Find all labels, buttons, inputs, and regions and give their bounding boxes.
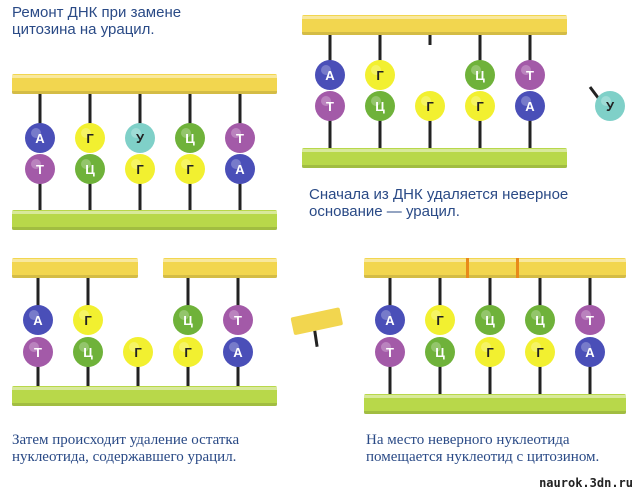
panel-nucleotide-removed-top-strand-1 <box>163 258 277 278</box>
panel-base-removed-bottom-strand-0 <box>302 148 567 168</box>
panel-repaired-pair-3-bottom-base <box>475 337 505 367</box>
panel-base-removed-pair-1-top-base-label: А <box>325 68 335 83</box>
title-caption: Ремонт ДНК при замене цитозина на урацил… <box>12 4 182 38</box>
panel-initial-pair-2-bottom-base-label: Ц <box>85 162 95 177</box>
panel-repaired-pair-1-bottom-base-label: Т <box>386 345 394 360</box>
panel-initial-pair-1-top-base-label: А <box>35 131 45 146</box>
panel-base-removed-pair-1-bottom-base <box>315 91 345 121</box>
step1-caption: Сначала из ДНК удаляется неверное основа… <box>309 186 569 220</box>
panel-initial-pair-4-top-base-label: Ц <box>185 131 195 146</box>
panel-repaired-pair-1-top-base-label: А <box>385 313 395 328</box>
panel-base-removed-pair-3-bottom-base <box>415 91 445 121</box>
panel-repaired-pair-2-bottom-base <box>425 337 455 367</box>
panel-repaired-pair-5-bottom-base <box>575 337 605 367</box>
panel-base-removed-pair-5-top-base-label: Т <box>526 68 534 83</box>
panel-nucleotide-removed-pair-1-bottom-base-label: Т <box>34 345 42 360</box>
panel-nucleotide-removed-pair-2-top-base <box>73 305 103 335</box>
panel-repaired-pair-4-bottom-base-label: Г <box>536 345 544 360</box>
step3-caption: На место неверного нуклеотида помещается… <box>366 432 600 465</box>
panel-nucleotide-removed-pair-3-bottom-base <box>123 337 153 367</box>
panel-initial-pair-3-top-base <box>125 123 155 153</box>
panel-initial-pair-4-bottom-base <box>175 154 205 184</box>
removed-fragment-sugar <box>290 307 343 335</box>
panel-repaired-pair-3-top-base-label: Ц <box>485 313 495 328</box>
panel-base-removed-pair-5-bottom-base-label: А <box>525 99 535 114</box>
panel-base-removed-pair-2-bottom-base-label: Ц <box>375 99 385 114</box>
panel-initial-pair-2-top-base-label: Г <box>86 131 94 146</box>
panel-repaired-top-strand-0 <box>364 258 626 278</box>
panel-nucleotide-removed-pair-1-bottom-base <box>23 337 53 367</box>
panel-nucleotide-removed-pair-4-bottom-base <box>173 337 203 367</box>
repair-seam-1 <box>466 258 469 278</box>
panel-base-removed-free-base-stub <box>588 86 601 100</box>
panel-base-removed-pair-1-top-base <box>315 60 345 90</box>
panel-repaired-pair-1-top-base <box>375 305 405 335</box>
panel-repaired-pair-4-top-base <box>525 305 555 335</box>
panel-base-removed-free-base <box>595 91 625 121</box>
panel-nucleotide-removed-bottom-strand-0 <box>12 386 277 406</box>
panel-repaired-pair-5-top-base <box>575 305 605 335</box>
panel-nucleotide-removed-pair-2-top-base-label: Г <box>84 313 92 328</box>
panel-initial-pair-5-top-base <box>225 123 255 153</box>
panel-initial-pair-5-bottom-base-label: А <box>235 162 245 177</box>
panel-repaired-pair-2-bottom-base-label: Ц <box>435 345 445 360</box>
panel-base-removed-top-strand-0 <box>302 15 567 35</box>
panel-base-removed-pair-2-top-base-label: Г <box>376 68 384 83</box>
panel-nucleotide-removed-pair-4-bottom-base-label: Г <box>184 345 192 360</box>
panel-repaired-pair-5-bottom-base-label: А <box>585 345 595 360</box>
panel-repaired-pair-1-bottom-base <box>375 337 405 367</box>
panel-repaired-bottom-strand-0 <box>364 394 626 414</box>
panel-repaired-pair-4-top-base-label: Ц <box>535 313 545 328</box>
panel-repaired-pair-3-top-base <box>475 305 505 335</box>
repair-seam-2 <box>516 258 519 278</box>
panel-base-removed-pair-3-bottom-base-label: Г <box>426 99 434 114</box>
panel-repaired-pair-2-top-base <box>425 305 455 335</box>
watermark: naurok.3dn.ru <box>537 476 635 490</box>
panel-initial-pair-3-top-base-label: У <box>136 131 145 146</box>
panel-nucleotide-removed-pair-5-bottom-base-label: А <box>233 345 243 360</box>
panel-initial-pair-2-bottom-base <box>75 154 105 184</box>
panel-initial-pair-3-bottom-base <box>125 154 155 184</box>
panel-nucleotide-removed-pair-1-top-base-label: А <box>33 313 43 328</box>
panel-initial-pair-2-top-base <box>75 123 105 153</box>
removed-fragment-stick <box>313 330 319 347</box>
panel-initial-pair-4-top-base <box>175 123 205 153</box>
removed-nucleotide-fragment <box>290 307 343 347</box>
panel-repaired-pair-4-bottom-base <box>525 337 555 367</box>
panel-base-removed-pair-4-bottom-base-label: Г <box>476 99 484 114</box>
panel-nucleotide-removed-pair-2-bottom-base-label: Ц <box>83 345 93 360</box>
panel-initial-top-strand-0 <box>12 74 277 94</box>
panel-repaired-pair-3-bottom-base-label: Г <box>486 345 494 360</box>
panel-base-removed-pair-4-top-base-label: Ц <box>475 68 485 83</box>
panel-nucleotide-removed-pair-5-top-base <box>223 305 253 335</box>
panel-initial-pair-3-bottom-base-label: Г <box>136 162 144 177</box>
panel-repaired-pair-5-top-base-label: Т <box>586 313 594 328</box>
panel-base-removed-pair-1-bottom-base-label: Т <box>326 99 334 114</box>
panel-base-removed-pair-2-top-base <box>365 60 395 90</box>
panel-initial-pair-5-top-base-label: Т <box>236 131 244 146</box>
panel-base-removed-pair-5-top-base <box>515 60 545 90</box>
panel-repaired-pair-2-top-base-label: Г <box>436 313 444 328</box>
panel-initial-bottom-strand-0 <box>12 210 277 230</box>
panel-base-removed-pair-5-bottom-base <box>515 91 545 121</box>
panel-nucleotide-removed-top-strand-0 <box>12 258 138 278</box>
panel-base-removed-pair-2-bottom-base <box>365 91 395 121</box>
panel-base-removed-pair-4-top-base <box>465 60 495 90</box>
panel-nucleotide-removed-pair-3-bottom-base-label: Г <box>134 345 142 360</box>
panel-nucleotide-removed-pair-1-top-base <box>23 305 53 335</box>
panel-nucleotide-removed-pair-4-top-base <box>173 305 203 335</box>
step2-caption: Затем происходит удаление остатка нуклео… <box>12 432 240 465</box>
panel-initial-pair-4-bottom-base-label: Г <box>186 162 194 177</box>
panel-nucleotide-removed-pair-4-top-base-label: Ц <box>183 313 193 328</box>
panel-initial-pair-1-bottom-base <box>25 154 55 184</box>
panel-nucleotide-removed-pair-2-bottom-base <box>73 337 103 367</box>
panel-nucleotide-removed-pair-5-bottom-base <box>223 337 253 367</box>
panel-initial-pair-1-top-base <box>25 123 55 153</box>
panel-initial-pair-1-bottom-base-label: Т <box>36 162 44 177</box>
panel-nucleotide-removed-pair-5-top-base-label: Т <box>234 313 242 328</box>
panel-initial-pair-5-bottom-base <box>225 154 255 184</box>
panel-base-removed-pair-4-bottom-base <box>465 91 495 121</box>
panel-base-removed-free-base-label: У <box>606 99 615 114</box>
